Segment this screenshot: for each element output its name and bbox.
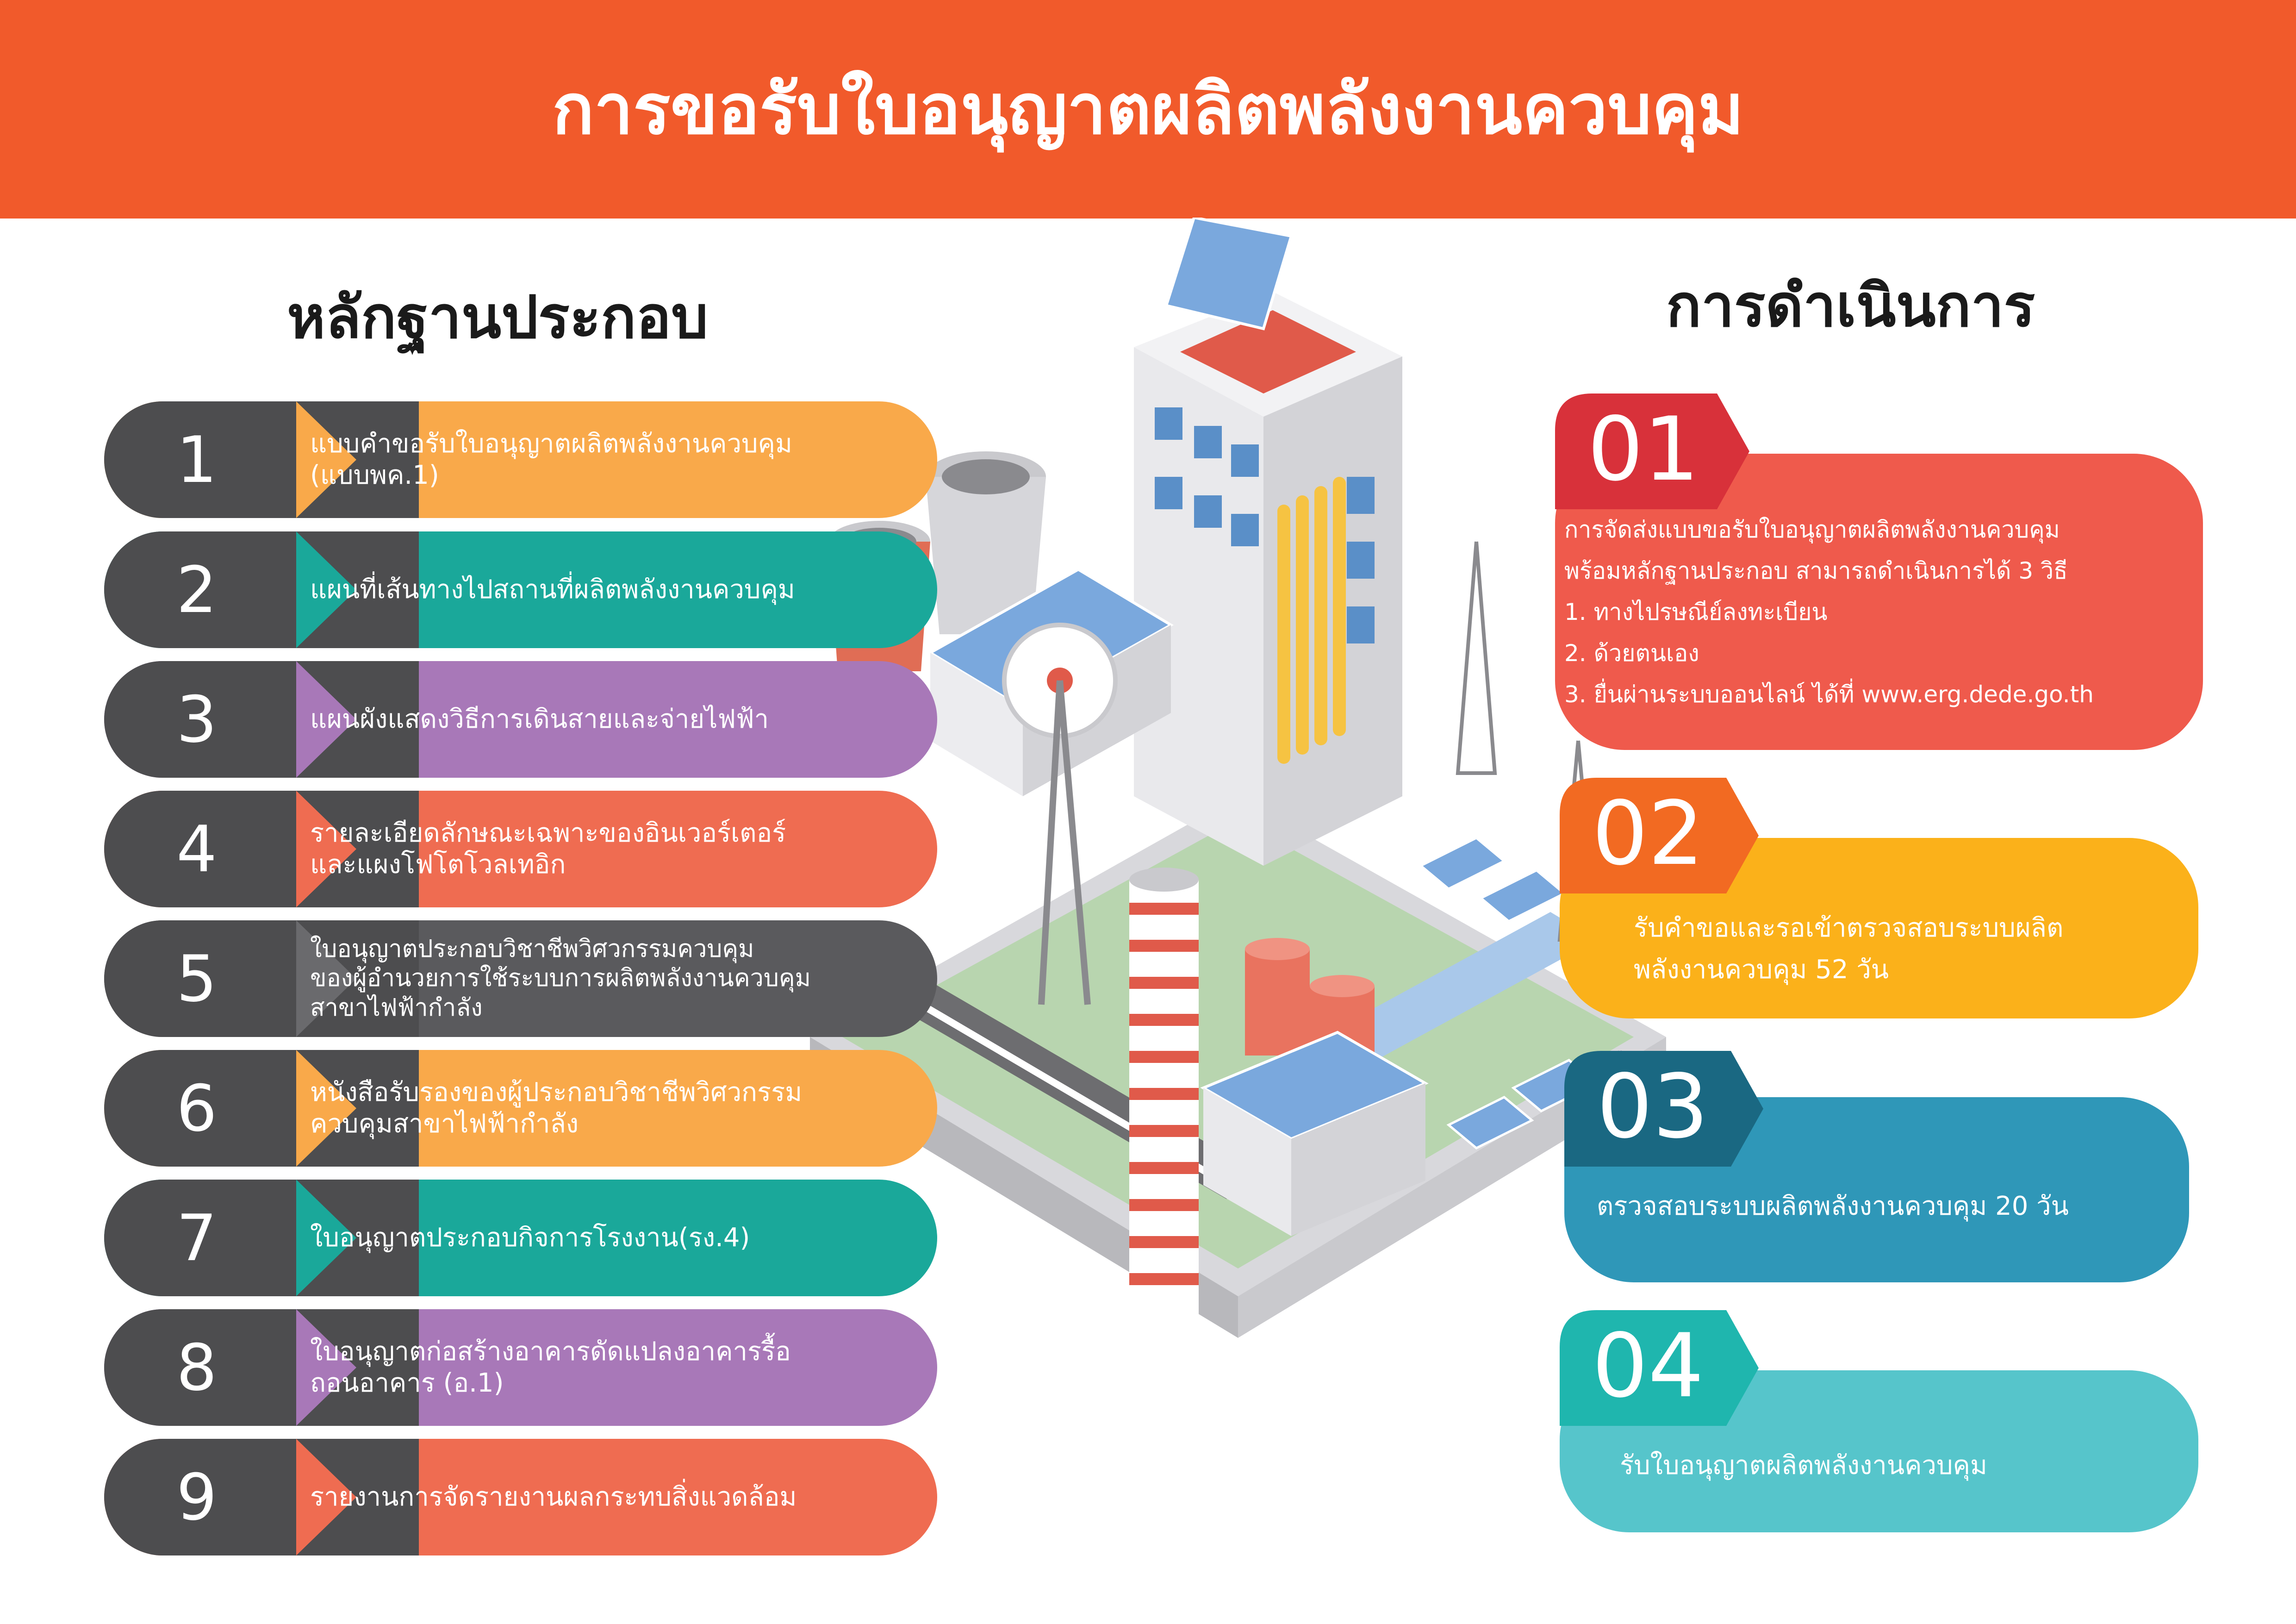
- procedure-step-1: 01 การจัดส่งแบบขอรับใบอนุญาตผลิตพลังงานค…: [1555, 394, 2203, 750]
- evidence-number: 7: [176, 1200, 217, 1275]
- step-number: 03: [1597, 1056, 1709, 1158]
- evidence-number: 9: [176, 1460, 217, 1535]
- page-title: การขอรับใบอนุญาตผลิตพลังงานควบคุม: [552, 69, 1744, 150]
- evidence-section-title: หลักฐานประกอบ: [287, 283, 709, 351]
- procedure-section-title: การดำเนินการ: [1666, 272, 2035, 340]
- evidence-text: แบบคำขอรับใบอนุญาตผลิตพลังงานควบคุม (แบบ…: [310, 428, 792, 490]
- step-number-tab: [1560, 778, 1759, 893]
- evidence-item-7: 7 ใบอนุญาตประกอบกิจการโรงงาน(รง.4): [104, 1180, 937, 1296]
- evidence-text: หนังสือรับรองของผู้ประกอบวิชาชีพวิศวกรรม…: [310, 1077, 803, 1139]
- evidence-number: 6: [176, 1071, 217, 1146]
- evidence-number: 4: [176, 812, 217, 887]
- evidence-item-3: 3 แผนผังแสดงวิธีการเดินสายและจ่ายไฟฟ้า: [104, 661, 937, 778]
- step-number: 01: [1587, 398, 1699, 500]
- evidence-item-9: 9 รายงานการจัดรายงานผลกระทบสิ่งแวดล้อม: [104, 1439, 937, 1555]
- header-banner: [0, 0, 2296, 219]
- step-number: 04: [1592, 1315, 1704, 1417]
- evidence-text: รายงานการจัดรายงานผลกระทบสิ่งแวดล้อม: [310, 1481, 797, 1512]
- evidence-item-4: 4 รายละเอียดลักษณะเฉพาะของอินเวอร์เตอร์ …: [104, 791, 937, 907]
- evidence-number: 2: [176, 552, 217, 627]
- procedure-step-3: 03 ตรวจสอบระบบผลิตพลังงานควบคุม 20 วัน: [1564, 1051, 2189, 1282]
- step-text: ตรวจสอบระบบผลิตพลังงานควบคุม 20 วัน: [1597, 1191, 2069, 1221]
- power-plant-illustration: [810, 218, 1666, 1338]
- evidence-item-2: 2 แผนที่เส้นทางไปสถานที่ผลิตพลังงานควบคุ…: [104, 531, 937, 648]
- procedure-step-4: 04 รับใบอนุญาตผลิตพลังงานควบคุม: [1560, 1310, 2198, 1532]
- evidence-text: ใบอนุญาตประกอบวิชาชีพวิศวกรรมควบคุม ของผ…: [310, 935, 811, 1022]
- evidence-text: แผนผังแสดงวิธีการเดินสายและจ่ายไฟฟ้า: [310, 704, 769, 734]
- step-text: การจัดส่งแบบขอรับใบอนุญาตผลิตพลังงานควบค…: [1564, 516, 2094, 708]
- evidence-item-8: 8 ใบอนุญาตก่อสร้างอาคารดัดแปลงอาคารรื้อ …: [104, 1309, 937, 1426]
- evidence-text: รายละเอียดลักษณะเฉพาะของอินเวอร์เตอร์ แล…: [310, 818, 786, 880]
- procedure-step-2: 02 รับคำขอและรอเข้าตรวจสอบระบบผลิต พลังง…: [1560, 778, 2198, 1018]
- evidence-item-1: 1 แบบคำขอรับใบอนุญาตผลิตพลังงานควบคุม (แ…: [104, 401, 937, 518]
- step-number-tab: [1555, 394, 1749, 509]
- evidence-number: 3: [176, 682, 217, 757]
- step-text: รับใบอนุญาตผลิตพลังงานควบคุม: [1620, 1450, 1987, 1480]
- evidence-number: 5: [176, 941, 217, 1016]
- evidence-item-5: 5 ใบอนุญาตประกอบวิชาชีพวิศวกรรมควบคุม ขอ…: [104, 920, 937, 1037]
- evidence-number: 1: [176, 422, 217, 497]
- step-number: 02: [1592, 782, 1704, 885]
- evidence-text: แผนที่เส้นทางไปสถานที่ผลิตพลังงานควบคุม: [310, 574, 795, 605]
- step-number-tab: [1564, 1051, 1763, 1167]
- evidence-text: ใบอนุญาตประกอบกิจการโรงงาน(รง.4): [310, 1222, 750, 1253]
- evidence-item-6: 6 หนังสือรับรองของผู้ประกอบวิชาชีพวิศวกร…: [104, 1050, 937, 1167]
- step-text: รับคำขอและรอเข้าตรวจสอบระบบผลิต พลังงานค…: [1634, 913, 2064, 985]
- step-number-tab: [1560, 1310, 1759, 1426]
- evidence-number: 8: [176, 1330, 217, 1405]
- evidence-text: ใบอนุญาตก่อสร้างอาคารดัดแปลงอาคารรื้อ ถอ…: [310, 1336, 791, 1398]
